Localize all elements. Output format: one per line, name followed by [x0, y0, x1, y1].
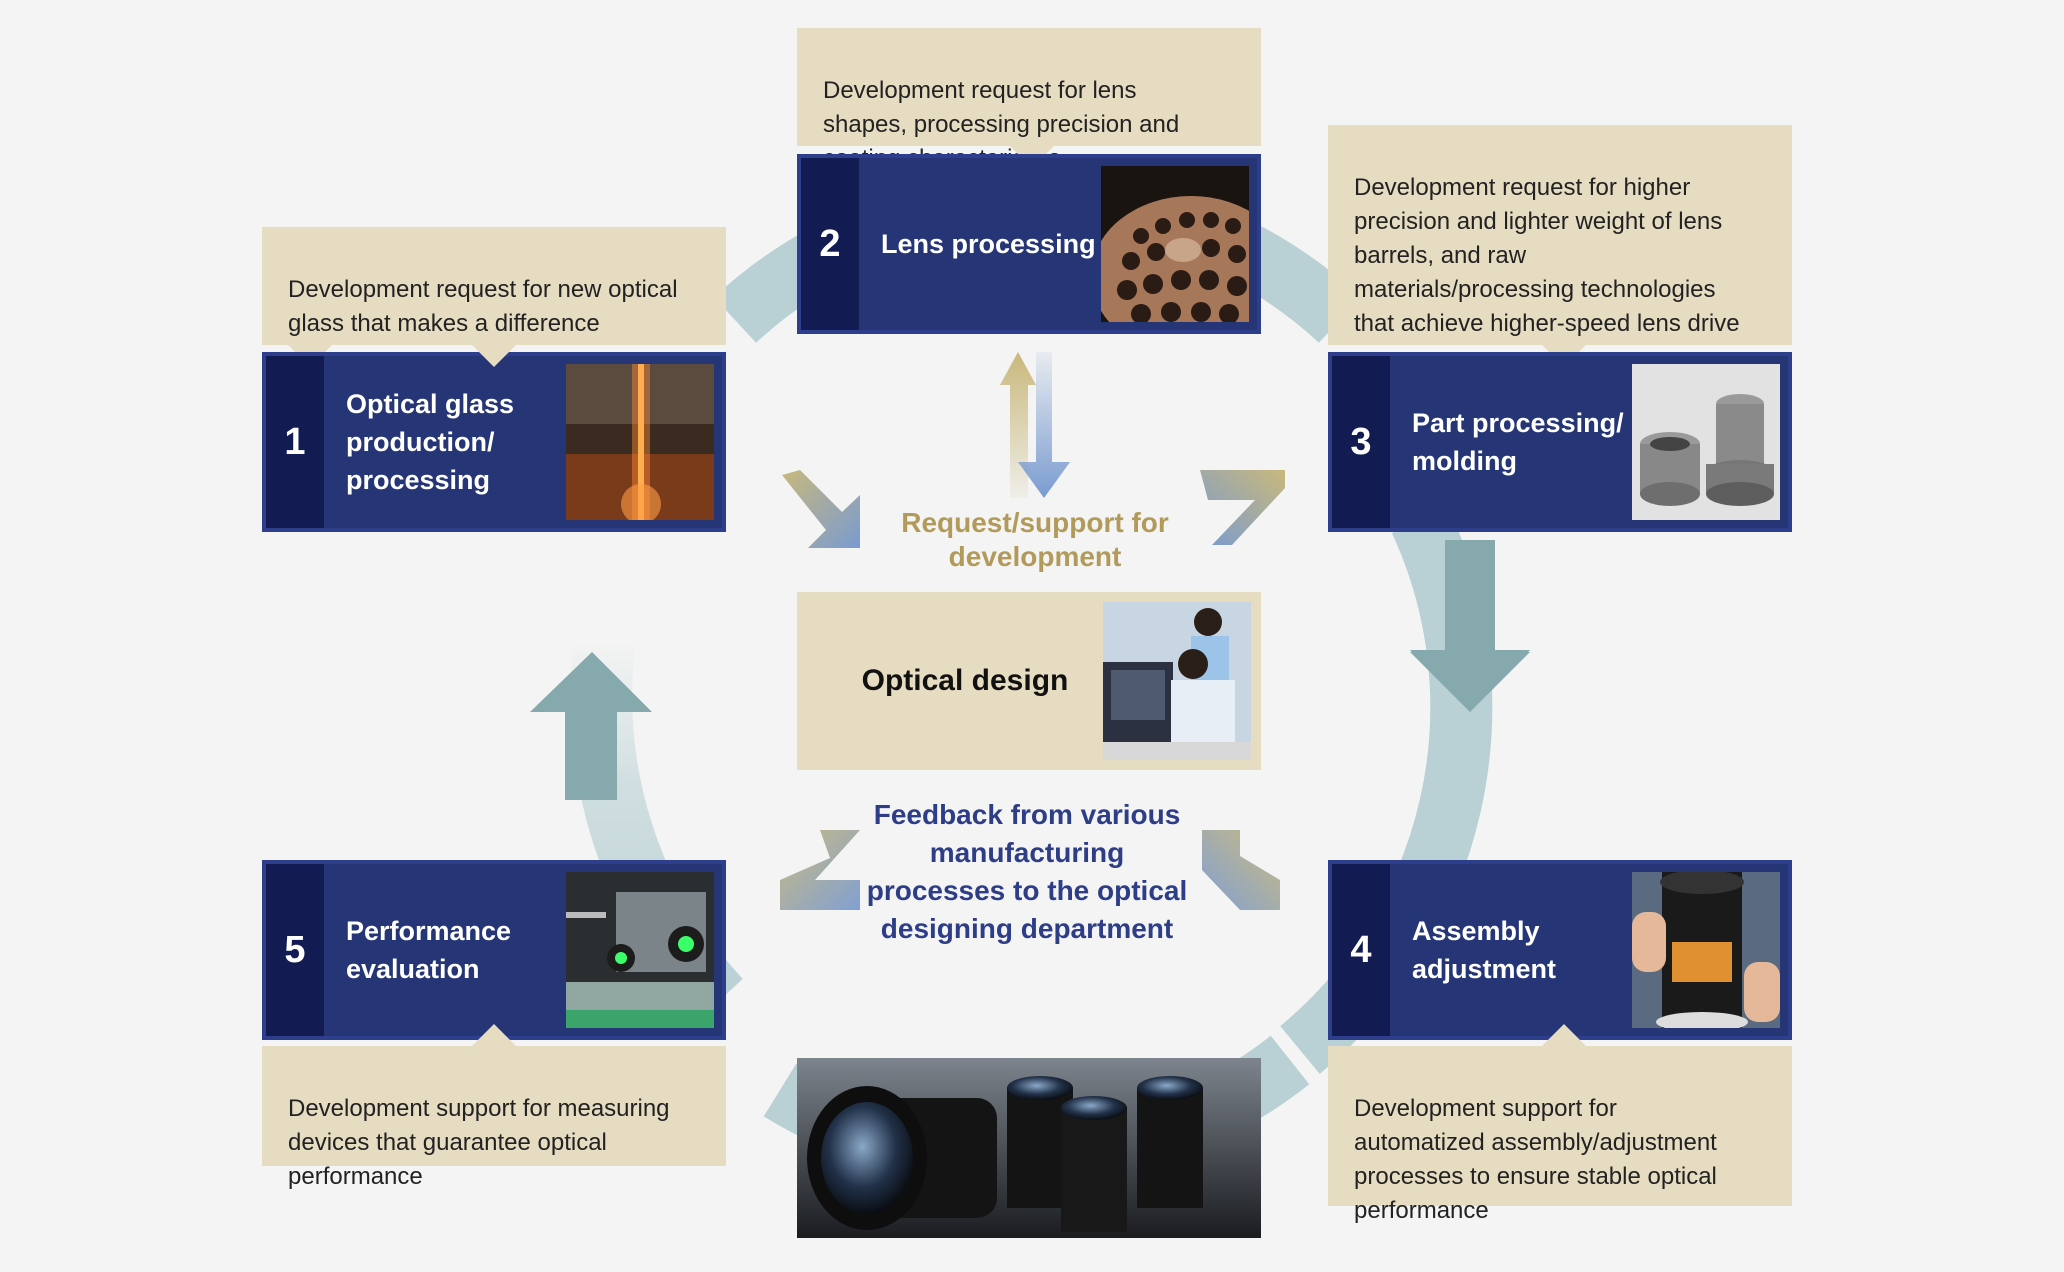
lens-processing-photo	[1101, 166, 1249, 322]
step-5-label: Performance evaluation	[346, 916, 512, 984]
support-arrow-down-icon	[1018, 352, 1070, 498]
step-3-label: Part processing/ molding	[1412, 408, 1624, 476]
step-1-note-text: Development request for new optical glas…	[288, 276, 678, 337]
step-1-number: 1	[266, 356, 324, 528]
part-processing-photo	[1632, 364, 1780, 520]
step-4-assembly-adjustment[interactable]: 4 Assembly adjustment	[1328, 860, 1792, 1040]
request-arrow-up-icon	[1000, 352, 1036, 498]
step-5-note: Development support for measuring device…	[262, 1046, 726, 1190]
step-3-number: 3	[1332, 356, 1390, 528]
lens-products-photo	[797, 1058, 1261, 1238]
assembly-adjustment-photo	[1632, 872, 1780, 1028]
step-1-note: Development request for new optical glas…	[262, 227, 726, 367]
request-support-label: Request/support for development	[901, 507, 1169, 572]
step-2-number: 2	[801, 158, 859, 330]
diagonal-arrow-lower-left-icon	[780, 830, 860, 910]
step-2-label: Lens processing	[881, 229, 1096, 259]
step-1-label: Optical glass production/ processing	[346, 389, 515, 495]
step-5-note-text: Development support for measuring device…	[288, 1095, 670, 1190]
optical-design-box[interactable]: Optical design	[797, 592, 1261, 770]
performance-evaluation-photo	[566, 872, 714, 1028]
step-3-note-text: Development request for higher precision…	[1354, 174, 1740, 337]
optical-glass-photo	[566, 364, 714, 520]
step-4-note: Development support for automatized asse…	[1328, 1046, 1792, 1224]
optical-design-photo	[1103, 602, 1251, 760]
optical-design-label: Optical design	[861, 664, 1069, 697]
step-4-note-text: Development support for automatized asse…	[1354, 1095, 1717, 1224]
step-5-performance-evaluation[interactable]: 5 Performance evaluation	[262, 860, 726, 1040]
step-4-label: Assembly adjustment	[1412, 916, 1557, 984]
diagonal-arrow-upper-right-icon	[1200, 470, 1285, 545]
step-5-number: 5	[266, 864, 324, 1036]
diagonal-arrow-lower-right-icon	[1202, 830, 1280, 910]
step-3-note: Development request for higher precision…	[1328, 125, 1792, 345]
step-2-lens-processing[interactable]: 2 Lens processing	[797, 154, 1261, 334]
feedback-label: Feedback from various manufacturing proc…	[866, 799, 1188, 944]
ring-arrow-up-icon	[530, 652, 652, 712]
step-4-number: 4	[1332, 864, 1390, 1036]
step-2-note: Development request for lens shapes, pro…	[797, 28, 1261, 172]
step-3-part-processing[interactable]: 3 Part processing/ molding	[1328, 352, 1792, 532]
step-1-optical-glass[interactable]: 1 Optical glass production/ processing	[262, 352, 726, 532]
diagonal-arrow-upper-left-icon	[782, 470, 860, 548]
